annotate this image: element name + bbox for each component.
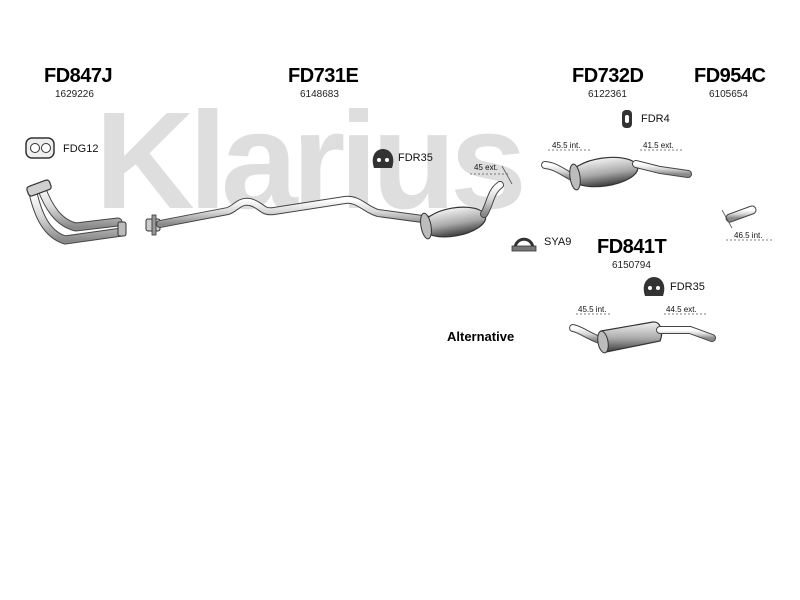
rubber-hanger-alt-icon: [643, 277, 665, 296]
alternative-rear-section: [569, 313, 716, 354]
measurement-rear-int: 45.5 int.: [552, 141, 581, 150]
center-ext-dimension: [470, 165, 513, 185]
part-code-front-pipe[interactable]: FD847J: [44, 65, 113, 87]
gasket-icon: [25, 137, 55, 159]
rubber-hanger-icon: [372, 149, 394, 168]
part-number-tail-pipe: 6105654: [709, 89, 748, 100]
part-number-center-section: 6148683: [300, 89, 339, 100]
clamp-icon: [511, 237, 537, 252]
measurement-alt-int: 45.5 int.: [578, 305, 607, 314]
rubber-hanger-small-icon: [622, 110, 632, 128]
joint-clamp: [145, 214, 161, 236]
part-code-rear-section[interactable]: FD732D: [572, 65, 644, 87]
measurement-center-ext: 45 ext.: [474, 163, 499, 172]
part-number-alternative-rear: 6150794: [612, 260, 651, 271]
fitting-label-rubber-rear[interactable]: FDR4: [641, 113, 670, 125]
measurement-rear-ext: 41.5 ext.: [643, 141, 674, 150]
fitting-label-rubber-alt[interactable]: FDR35: [670, 281, 705, 293]
rear-section: [541, 149, 692, 191]
measurement-alt-ext: 44.5 ext.: [666, 305, 697, 314]
part-code-alternative-rear[interactable]: FD841T: [597, 236, 667, 258]
part-code-center-section[interactable]: FD731E: [288, 65, 359, 87]
fitting-label-gasket[interactable]: FDG12: [63, 143, 99, 155]
front-pipe: [26, 179, 127, 245]
fitting-label-rubber-center[interactable]: FDR35: [398, 152, 433, 164]
alternative-label: Alternative: [447, 329, 515, 344]
center-pipe: [156, 181, 504, 240]
part-number-rear-section: 6122361: [588, 89, 627, 100]
watermark-logo: Klarius: [95, 108, 735, 218]
part-code-tail-pipe[interactable]: FD954C: [694, 65, 766, 87]
tail-pipe: [721, 205, 772, 241]
part-number-front-pipe: 1629226: [55, 89, 94, 100]
watermark-svg: Klarius: [95, 108, 528, 218]
watermark-text: Klarius: [95, 108, 522, 218]
fitting-label-clamp[interactable]: SYA9: [544, 236, 572, 248]
measurement-tail-int: 46.5 int.: [734, 231, 763, 240]
